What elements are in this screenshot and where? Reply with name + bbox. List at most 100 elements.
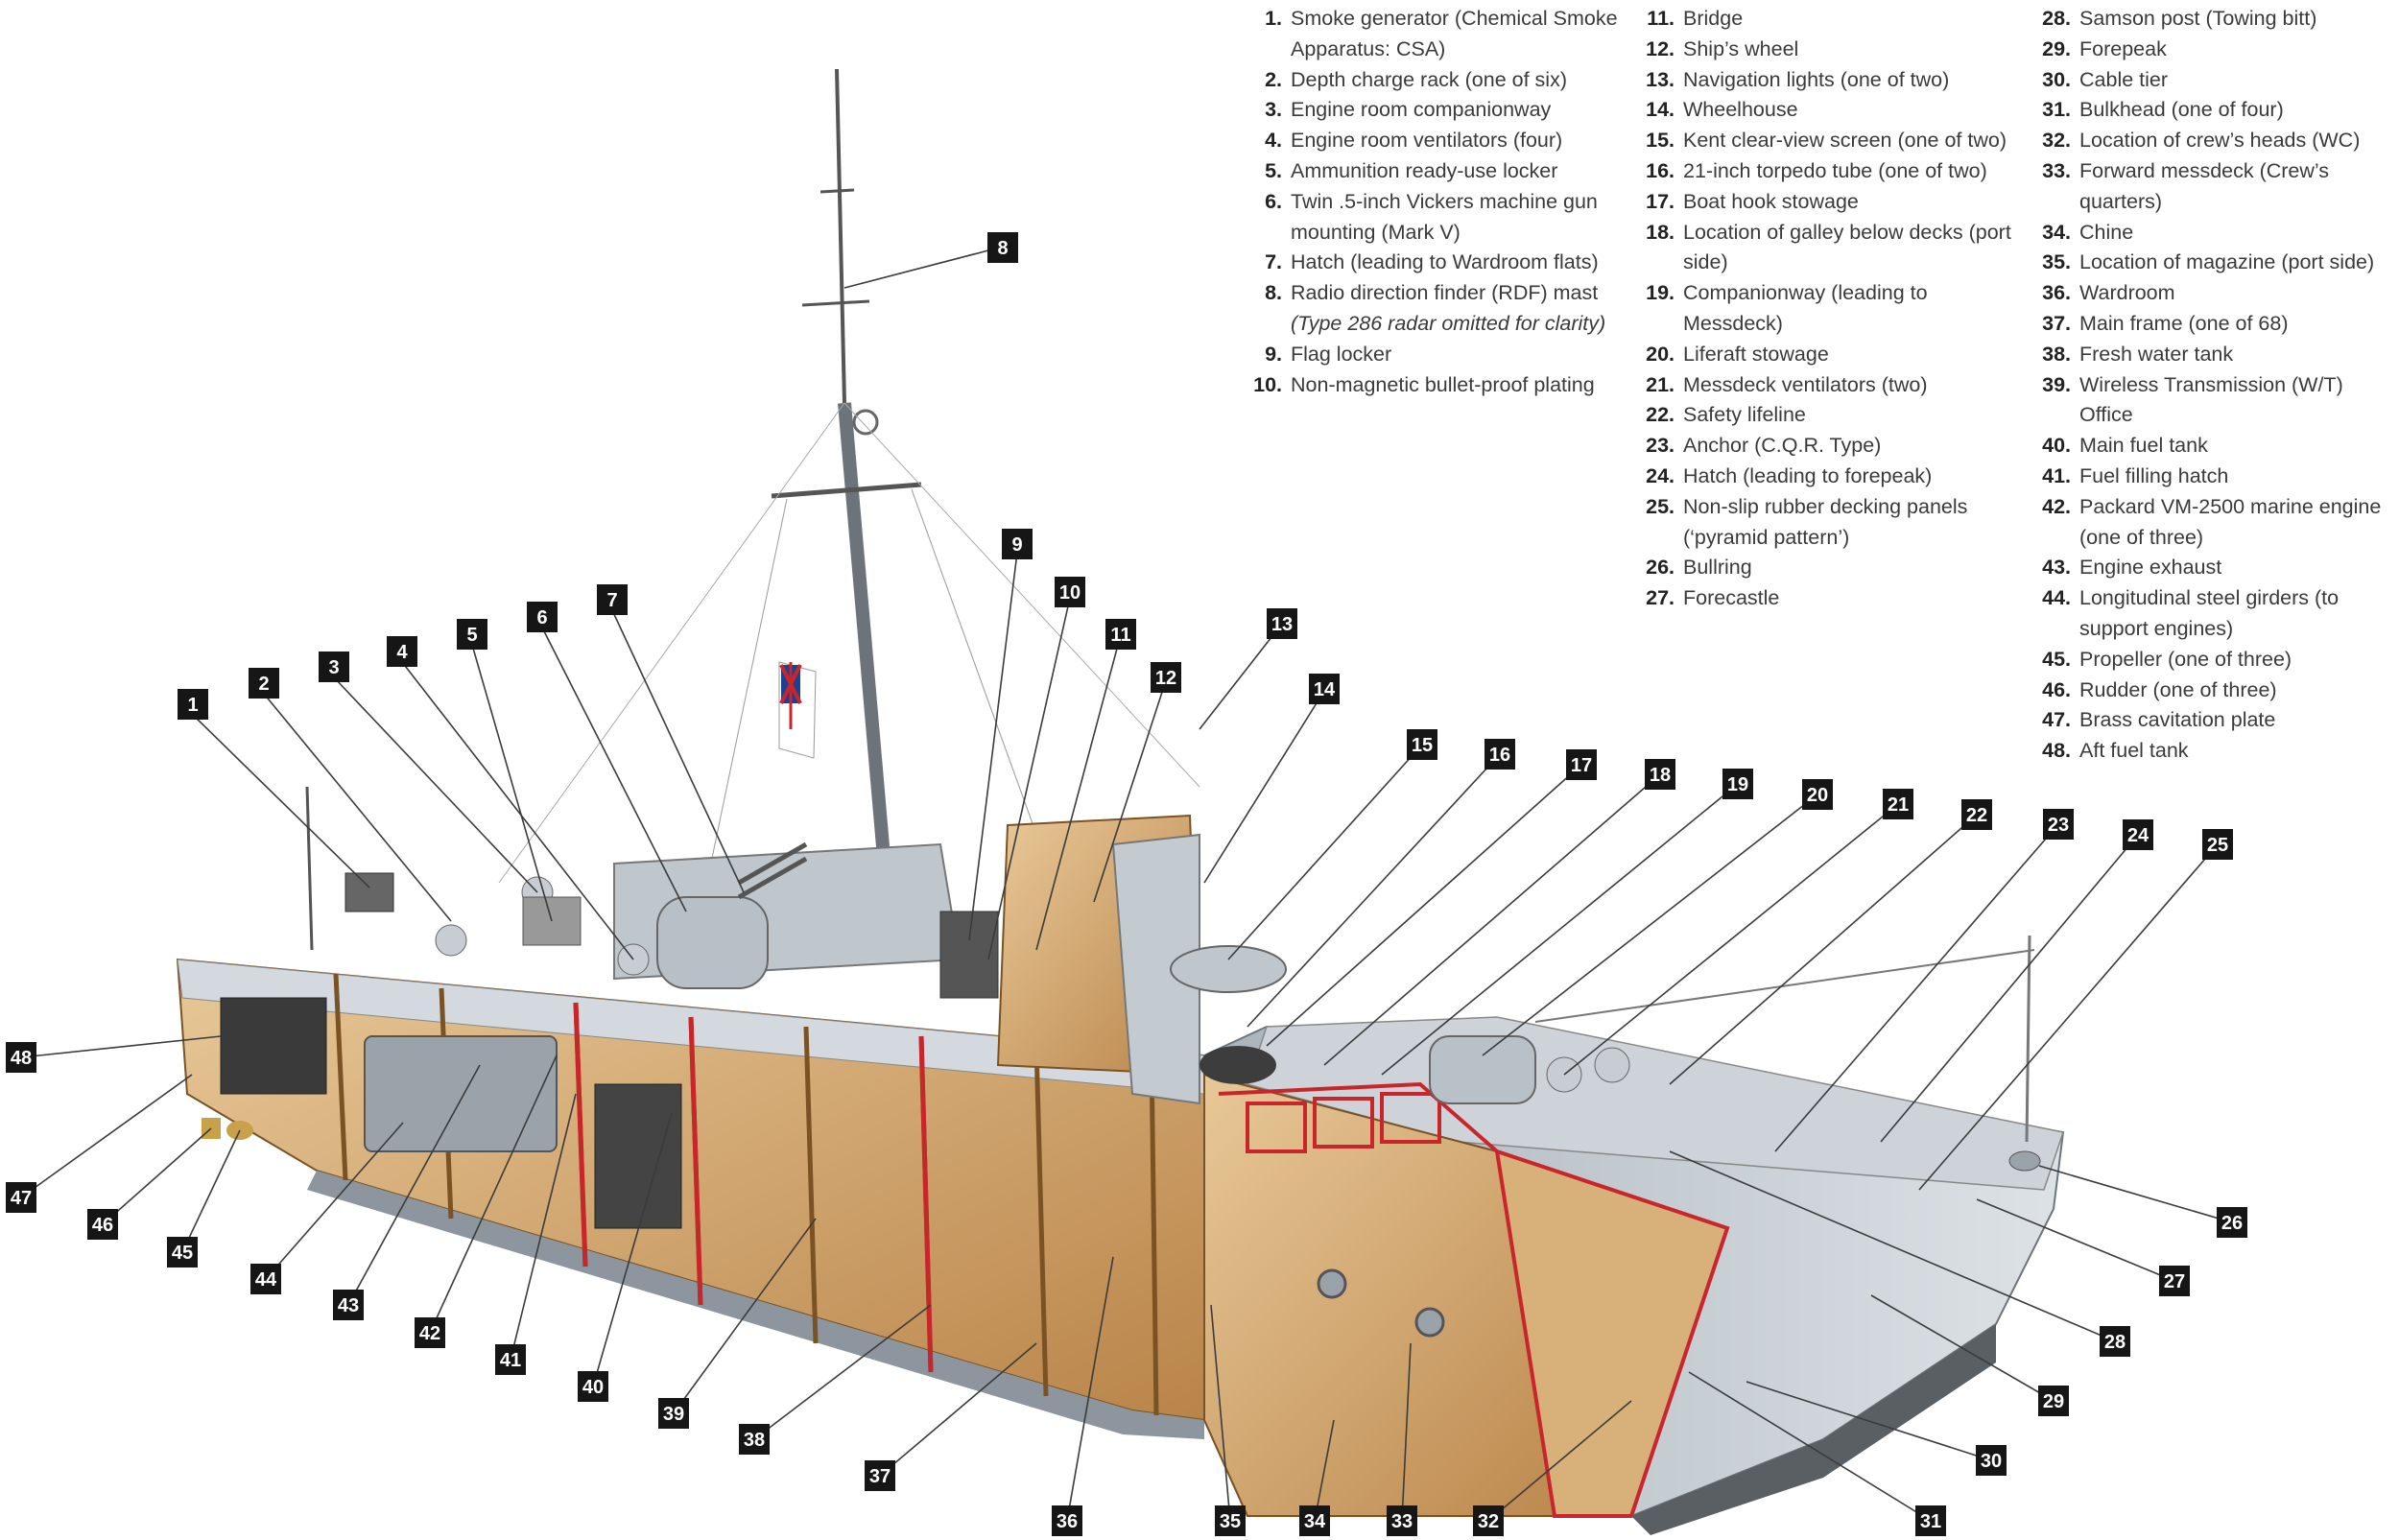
legend-number: 22. [1646, 403, 1675, 427]
legend-number: 27. [1646, 586, 1675, 610]
legend-item: 30.Cable tier [2032, 65, 2397, 96]
legend-label-text: Boat hook stowage [1683, 189, 1859, 213]
legend-item: 6.Twin .5-inch Vickers machine gun mount… [1244, 187, 1627, 249]
callout-label: 34 [1304, 1511, 1326, 1532]
callout-label: 23 [2048, 815, 2069, 836]
callout-label: 1 [187, 695, 198, 716]
legend-label-text: Engine exhaust [2079, 556, 2222, 580]
legend-label-text: Wheelhouse [1683, 98, 1798, 122]
legend-number: 13. [1646, 67, 1675, 91]
callout-9: 9 [1002, 529, 1033, 559]
legend-label-text: Forward messdeck (Crew’s quarters) [2079, 158, 2330, 213]
callout-16: 16 [1485, 739, 1515, 770]
callout-label: 25 [2207, 835, 2228, 856]
callout-43: 43 [333, 1290, 364, 1320]
legend-item: 16.21-inch torpedo tube (one of two) [1636, 156, 2020, 187]
legend-number: 8. [1265, 281, 1282, 305]
callout-4: 4 [387, 636, 417, 667]
callout-label: 8 [997, 238, 1008, 259]
legend-label-text: Hatch (leading to Wardroom flats) [1291, 250, 1599, 274]
mast [498, 68, 1200, 960]
legend-label: Main frame (one of 68) [2079, 309, 2397, 340]
legend-label-text: Radio direction finder (RDF) mast [1291, 281, 1599, 305]
callout-label: 12 [1155, 668, 1176, 689]
legend-item: 43.Engine exhaust [2032, 553, 2397, 583]
callout-label: 44 [255, 1269, 277, 1291]
legend-item: 12.Ship’s wheel [1636, 35, 2020, 65]
callout-label: 33 [1391, 1511, 1413, 1532]
legend-item: 36.Wardroom [2032, 278, 2397, 309]
legend-label-text: Engine room ventilators (four) [1291, 129, 1563, 153]
legend-number: 16. [1646, 158, 1675, 182]
callout-label: 10 [1059, 582, 1081, 604]
legend-label: Chine [2079, 218, 2397, 249]
callout-20: 20 [1802, 779, 1833, 810]
legend-item: 21.Messdeck ventilators (two) [1636, 370, 2020, 401]
legend-label: Anchor (C.Q.R. Type) [1683, 431, 2020, 462]
legend-item: 26. Bullring [1636, 553, 2020, 583]
legend-number: 10. [1253, 372, 1282, 396]
legend-column-1: 1.Smoke generator (Chemical Smoke Appara… [1244, 4, 1627, 400]
legend-item: 32.Location of crew’s heads (WC) [2032, 126, 2397, 156]
legend-number: 23. [1646, 434, 1675, 458]
legend-item: 48.Aft fuel tank [2032, 736, 2397, 767]
callout-label: 32 [1478, 1511, 1499, 1532]
legend-label: Smoke generator (Chemical Smoke Apparatu… [1291, 4, 1627, 65]
legend-item: 17.Boat hook stowage [1636, 187, 2020, 218]
legend-label-text: Liferaft stowage [1683, 342, 1829, 366]
callout-23: 23 [2043, 809, 2074, 840]
callout-6: 6 [527, 602, 558, 632]
legend-label-text: Aft fuel tank [2079, 739, 2189, 763]
legend-number: 11. [1647, 7, 1675, 30]
legend-label: Wheelhouse [1683, 95, 2020, 126]
callout-17: 17 [1566, 749, 1597, 780]
legend-label-text: Samson post (Towing bitt) [2079, 7, 2317, 30]
callout-40: 40 [578, 1371, 608, 1402]
callout-24: 24 [2123, 819, 2153, 850]
callout-label: 13 [1271, 614, 1293, 635]
legend-item: 38.Fresh water tank [2032, 340, 2397, 370]
legend-label-text: Chine [2079, 220, 2134, 244]
legend-item: 15.Kent clear-view screen (one of two) [1636, 126, 2020, 156]
legend-item: 31.Bulkhead (one of four) [2032, 95, 2397, 126]
callout-37: 37 [865, 1460, 895, 1491]
legend-label: Engine room companionway [1291, 95, 1627, 126]
legend-number: 45. [2042, 647, 2071, 671]
callout-26: 26 [2217, 1207, 2247, 1238]
legend-label: Rudder (one of three) [2079, 675, 2397, 706]
legend-label-text: Safety lifeline [1683, 403, 1806, 427]
callout-label: 5 [466, 625, 477, 646]
legend-label-text: Non-magnetic bullet-proof plating [1291, 372, 1595, 396]
legend-item: 10. Non-magnetic bullet-proof plating [1244, 370, 1627, 401]
legend-label: Packard VM-2500 marine engine (one of th… [2079, 492, 2397, 554]
legend-number: 21. [1646, 372, 1675, 396]
callout-label: 9 [1011, 534, 1022, 556]
legend-label-text: Ship’s wheel [1683, 36, 1799, 60]
callout-3: 3 [319, 652, 349, 682]
callout-11: 11 [1105, 619, 1136, 650]
legend-number: 28. [2042, 7, 2071, 30]
legend-item: 40.Main fuel tank [2032, 431, 2397, 462]
callout-label: 45 [172, 1243, 193, 1264]
legend-label-text: Forepeak [2079, 36, 2167, 60]
legend-label: Wardroom [2079, 278, 2397, 309]
callout-label: 47 [11, 1188, 32, 1209]
legend-number: 26. [1646, 556, 1675, 580]
legend-item: 45.Propeller (one of three) [2032, 645, 2397, 675]
legend-label-text: Companionway (leading to Messdeck) [1683, 281, 1928, 335]
callout-48: 48 [6, 1042, 36, 1073]
callout-29: 29 [2038, 1386, 2069, 1416]
legend-item: 29.Forepeak [2032, 35, 2397, 65]
legend-number: 14. [1646, 98, 1675, 122]
legend-label: Non-slip rubber decking panels (‘pyramid… [1683, 492, 2020, 554]
legend-number: 9. [1265, 342, 1282, 366]
legend-item: 14. Wheelhouse [1636, 95, 2020, 126]
legend-label-text: Longitudinal steel girders (to support e… [2079, 586, 2340, 640]
legend-number: 32. [2042, 129, 2071, 153]
legend-label-text: Anchor (C.Q.R. Type) [1683, 434, 1882, 458]
legend-label: Bullring [1683, 553, 2020, 583]
legend-label: Wireless Transmission (W/T) Office [2079, 370, 2397, 432]
legend-label: Forecastle [1683, 583, 2020, 614]
